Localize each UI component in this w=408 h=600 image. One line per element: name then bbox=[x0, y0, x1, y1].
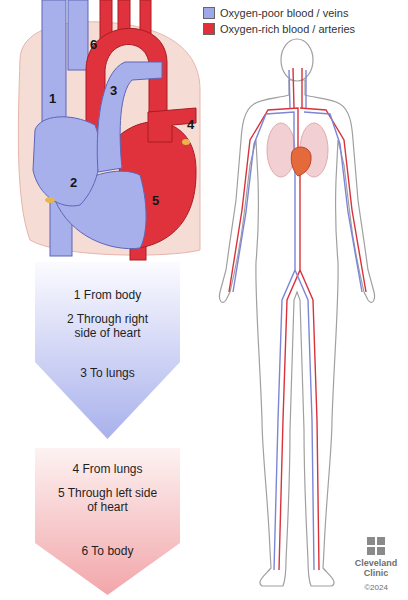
brachiocephalic-vein bbox=[68, 0, 88, 70]
right-atrium bbox=[33, 117, 100, 206]
artery-line bbox=[300, 108, 366, 292]
pulmonary-artery bbox=[97, 62, 162, 172]
artery-line bbox=[293, 68, 294, 108]
artery-line bbox=[301, 68, 302, 108]
flow-arrow-band: 4 From lungs 5 Through left side of heart… bbox=[35, 448, 180, 596]
logo-text: Cleveland Clinic bbox=[351, 558, 401, 578]
legend-swatch bbox=[203, 23, 215, 35]
head bbox=[281, 39, 313, 81]
callout-number: 6 bbox=[90, 38, 97, 52]
vein-line bbox=[233, 112, 294, 292]
av-node bbox=[182, 139, 190, 145]
callout-number: 1 bbox=[49, 92, 56, 106]
vein-line bbox=[289, 70, 290, 108]
flow-step-text: 6 To body bbox=[57, 544, 159, 558]
vein-line bbox=[304, 112, 362, 292]
body-figure bbox=[219, 39, 374, 586]
legend-swatch bbox=[203, 7, 215, 19]
artery-line bbox=[300, 270, 319, 570]
arteries bbox=[229, 68, 366, 570]
logo-square bbox=[367, 537, 375, 545]
flow-step-text: 1 From body bbox=[57, 288, 159, 302]
artery-line bbox=[229, 108, 298, 292]
small-heart bbox=[291, 147, 311, 176]
body-outline bbox=[219, 80, 374, 586]
legend-text: Oxygen-poor blood / veins bbox=[220, 7, 348, 20]
vein-line bbox=[305, 70, 306, 108]
lung bbox=[267, 123, 295, 177]
heart-illustration bbox=[18, 0, 200, 260]
callout-number: 4 bbox=[187, 118, 194, 132]
callout-number: 5 bbox=[152, 194, 159, 208]
callout-number: 2 bbox=[70, 176, 77, 190]
logo-square bbox=[377, 537, 385, 545]
copyright-text: ©2024 bbox=[351, 583, 401, 593]
clinic-logo-mark bbox=[367, 537, 385, 555]
left-atrium bbox=[148, 108, 196, 142]
flow-step-text: 3 To lungs bbox=[57, 366, 159, 380]
sinus-node bbox=[45, 197, 55, 203]
arrow-outline bbox=[35, 448, 180, 595]
flow-step-text: 5 Through left side of heart bbox=[57, 486, 159, 514]
vein-line bbox=[295, 270, 314, 570]
arrow-outline bbox=[35, 262, 180, 439]
legend-text: Oxygen-rich blood / arteries bbox=[220, 23, 355, 36]
flow-step-text: 4 From lungs bbox=[57, 462, 159, 476]
callout-number: 3 bbox=[110, 84, 117, 98]
vein-line bbox=[274, 160, 295, 570]
veins bbox=[233, 70, 362, 570]
logo-square bbox=[367, 547, 375, 555]
artery-line bbox=[279, 150, 300, 570]
flow-arrow-band: 1 From body 2 Through right side of heart… bbox=[35, 262, 180, 440]
logo-square bbox=[377, 547, 385, 555]
superior-vena-cava bbox=[42, 0, 66, 130]
flow-step-text: 2 Through right side of heart bbox=[57, 312, 159, 340]
